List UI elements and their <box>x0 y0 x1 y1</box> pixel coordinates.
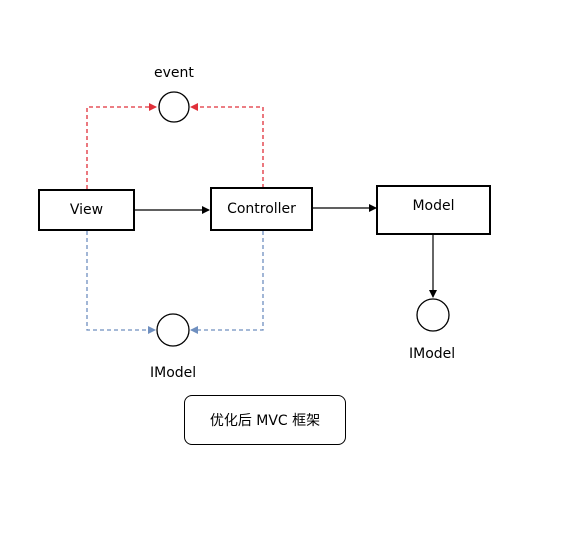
view-to-imodel-line <box>86 231 156 334</box>
imodel-right-circle <box>416 298 450 332</box>
controller-box: Controller <box>210 187 313 231</box>
event-circle <box>158 91 190 123</box>
controller-label: Controller <box>227 201 296 217</box>
event-label: event <box>154 65 194 81</box>
model-label: Model <box>412 198 455 214</box>
diagram-caption: 优化后 MVC 框架 <box>184 395 346 445</box>
imodel-left-label: IModel <box>150 365 197 381</box>
controller-to-event-line <box>190 103 264 188</box>
view-label: View <box>69 202 104 218</box>
view-to-event-line <box>86 103 157 189</box>
view-box: View <box>38 189 135 231</box>
imodel-left-circle <box>156 313 190 347</box>
controller-to-imodel-line <box>190 231 264 334</box>
imodel-right-label: IModel <box>409 346 456 362</box>
model-box: Model <box>376 185 491 235</box>
